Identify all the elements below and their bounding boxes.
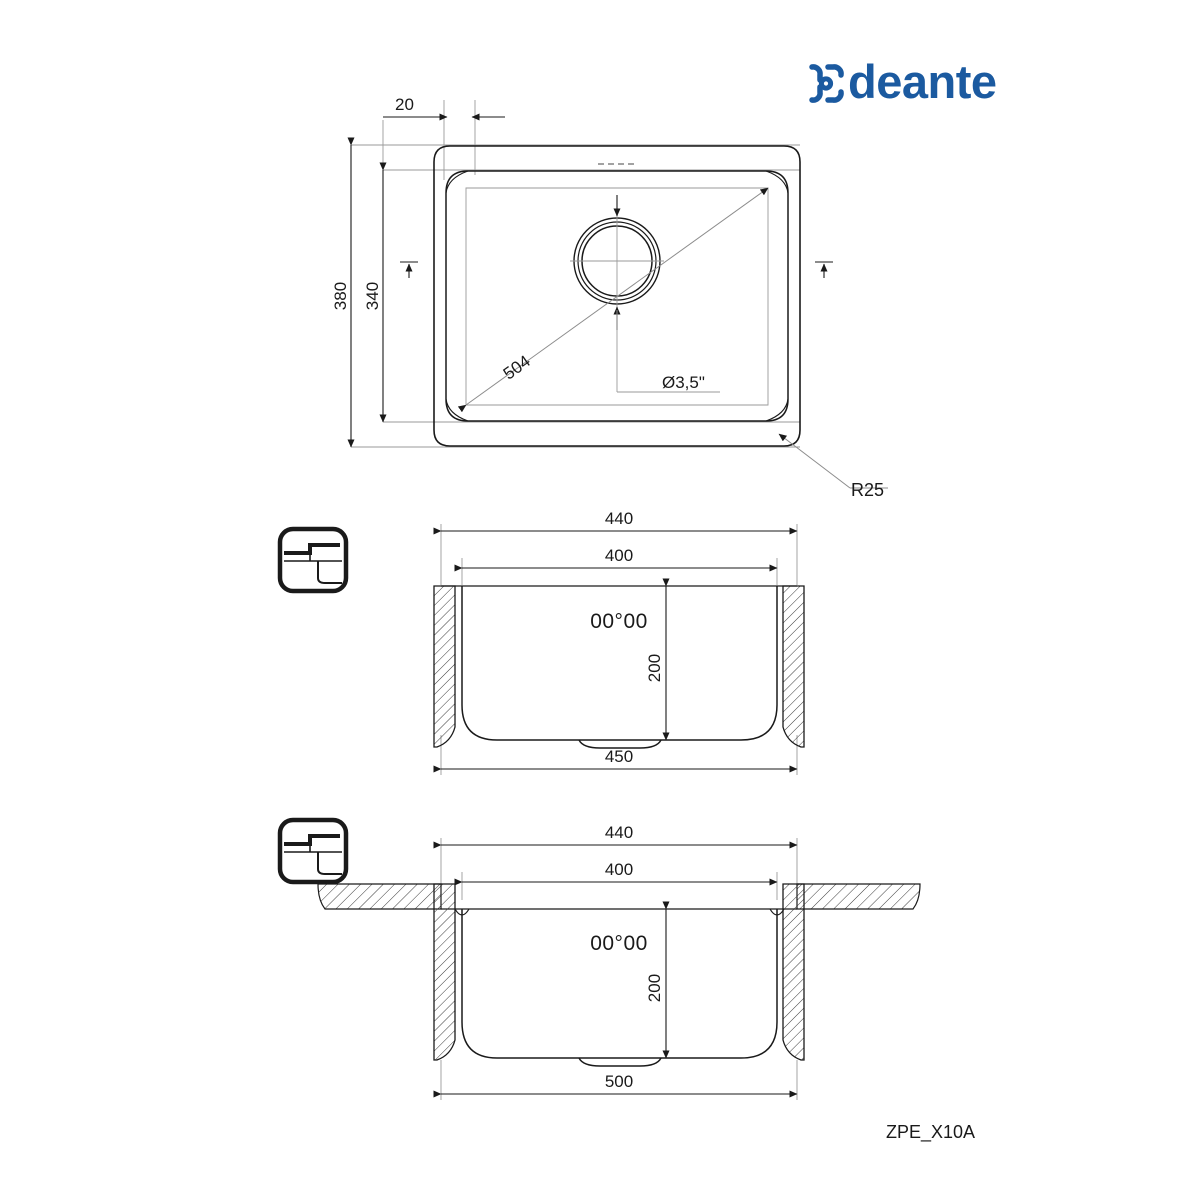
dimension-label-440-mid: 440 [605,509,633,528]
dimension-label-440-bot: 440 [605,823,633,842]
section-bot-drain-depression [578,1057,662,1067]
dimension-bowl-depth: 340 [363,162,387,423]
dimension-label-500: 500 [605,1072,633,1091]
dimension-label-450: 450 [605,747,633,766]
dimension-200-mid: 200 [645,578,670,741]
brand-logo: deante [809,55,997,108]
section-bot-wall-right [782,883,805,1061]
thickness-ticks [400,261,833,278]
section-mid-wall-left [433,585,456,748]
brand-wordmark: deante [848,55,997,108]
deante-pinwheel-mark [809,64,844,103]
dimension-500: 500 [433,1072,798,1098]
sink-outer-rim [433,145,801,447]
section-mid-drain-depression [578,739,662,749]
dimension-440-mid: 440 [433,509,798,535]
dimension-label-200-mid: 200 [645,654,664,682]
dimension-label-340: 340 [363,282,382,310]
section-view-countertop: 440 400 00°00 200 [277,817,921,1100]
dimension-overall-depth: 380 [331,137,355,448]
top-view-extension-lines [351,100,800,448]
dimension-400-bot: 400 [454,860,778,886]
overflow-symbol-bot: 00°00 [590,932,648,955]
section-mid-wall-right [782,585,805,748]
countertop-right [796,883,921,910]
part-number-label: ZPE_X10A [886,1122,975,1143]
section-mid-bowl-profile [461,586,778,741]
countertop-left [317,883,442,910]
dimension-440-bot: 440 [433,823,798,849]
dimension-label-400-mid: 400 [605,546,633,565]
callout-corner-radius: R25 [778,433,888,500]
dimension-label-400-bot: 400 [605,860,633,879]
dimension-label-drain: Ø3,5" [662,373,705,392]
dimension-rim-offset: 20 [383,95,505,121]
dimension-450-mid: 450 [433,747,798,773]
dimension-label-380: 380 [331,282,350,310]
overflow-symbol-mid: 00°00 [590,610,648,633]
dimension-label-20: 20 [395,95,414,114]
section-view-undermount: 440 400 00°00 200 450 [277,509,805,775]
dimension-400-mid: 400 [454,546,778,572]
undermount-install-icon [277,526,349,594]
section-bot-wall-left [433,883,456,1061]
flush-install-icon [277,817,349,885]
dimension-label-r25: R25 [851,480,884,500]
dimension-200-bot: 200 [645,901,670,1059]
corner-blend-arcs [445,170,789,422]
rim-clip-arcs [454,908,785,916]
section-bot-bowl-profile [461,909,778,1059]
top-view: 20 380 340 [331,95,888,500]
svg-text:00°00: 00°00 [590,610,648,633]
dimension-label-200-bot: 200 [645,974,664,1002]
